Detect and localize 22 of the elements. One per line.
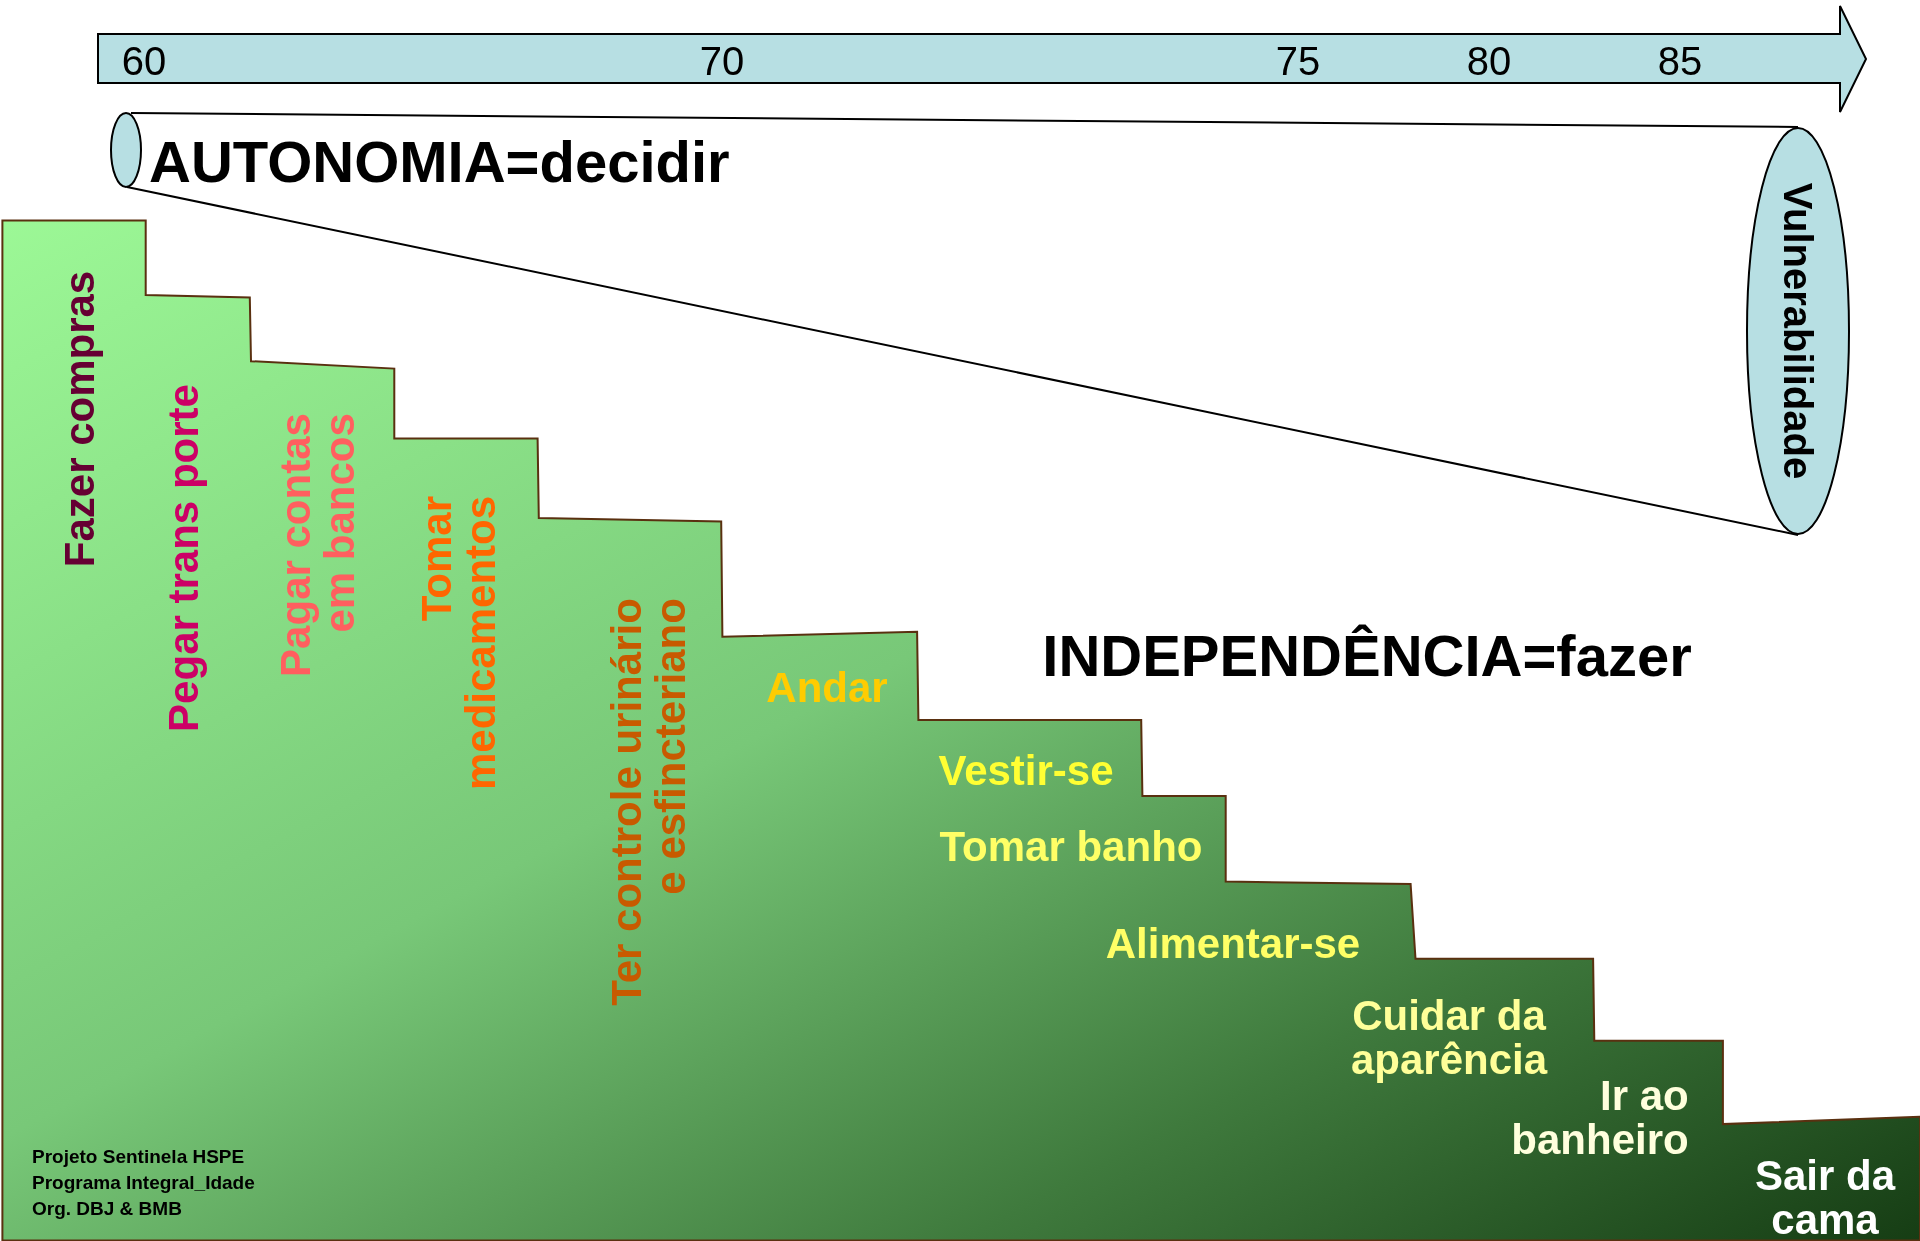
ellipse [1746,127,1850,535]
axis-tick-label: 60 [121,40,167,82]
activity-label: Tomar banho [939,824,1203,870]
axis-tick-label: 80 [1466,40,1512,82]
activity-label: Andar [766,665,888,711]
activity-label: Pagar contas em bancos [273,413,363,677]
activity-label: Ter controle urinário e esfincteriano [604,598,694,1006]
heading: INDEPENDÊNCIA=fazer [1042,625,1692,687]
activity-label: Fazer compras [57,270,103,568]
axis-tick-label: 85 [1657,40,1703,82]
heading: AUTONOMIA=decidir [149,131,730,193]
activity-label: Tomar medicamentos [414,495,504,791]
activity-label: Pegar trans porte [161,384,207,732]
activity-label: Alimentar-se [1105,921,1361,967]
axis-tick-label: 70 [699,40,745,82]
axis-tick-label: 75 [1275,40,1321,82]
activity-label: Sair da cama [1754,1153,1896,1241]
activity-label: Vestir-se [938,748,1114,794]
node-label: Vulnerabilidade [1777,182,1819,480]
credit-note: Programa Integral_Idade [32,1173,255,1193]
credit-note: Projeto Sentinela HSPE [32,1147,245,1167]
credit-note: Org. DBJ & BMB [32,1199,182,1219]
